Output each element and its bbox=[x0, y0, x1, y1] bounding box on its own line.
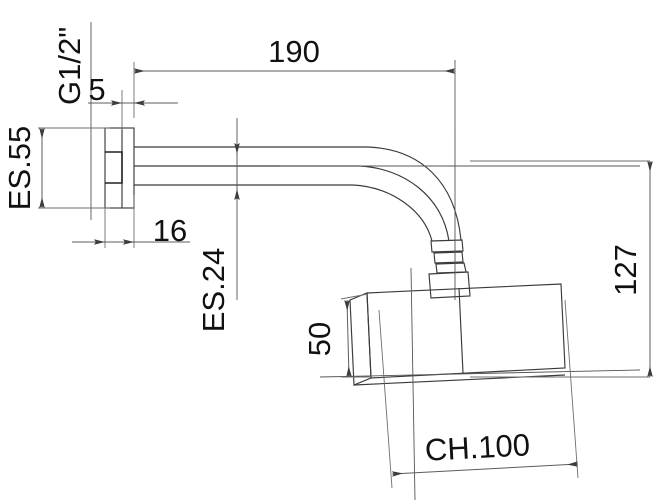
dimension-flange-offset: 5 bbox=[88, 72, 178, 130]
elbow-bend-geometry bbox=[352, 146, 462, 242]
collar-upper-band bbox=[430, 239, 464, 253]
head-left-panel bbox=[349, 292, 372, 386]
dim-label-ch100: CH.100 bbox=[424, 427, 531, 467]
dimension-head-height: 50 bbox=[302, 293, 372, 378]
dimension-arm-section: ES.24 bbox=[196, 143, 240, 332]
flange-plate-outline bbox=[104, 127, 135, 209]
dim-label-5: 5 bbox=[88, 72, 105, 107]
dim-label-es55: ES.55 bbox=[2, 126, 37, 210]
dimension-thread-callout: G1/2" bbox=[52, 27, 87, 105]
ext-line-ch100-left bbox=[378, 309, 393, 489]
dim-arrow-5-right bbox=[134, 100, 145, 106]
head-body-outline bbox=[366, 283, 566, 379]
head-bottom-lip bbox=[353, 374, 566, 386]
dim-label-50: 50 bbox=[302, 322, 337, 356]
collar-taper-band bbox=[435, 262, 467, 274]
dim-arrow-5-left bbox=[111, 100, 122, 106]
dimension-head-width: CH.100 bbox=[378, 299, 579, 489]
dim-arrow-16-right bbox=[123, 239, 134, 245]
centerlines bbox=[90, 22, 641, 500]
dim-label-16: 16 bbox=[153, 213, 187, 248]
wall-flange-geometry bbox=[104, 127, 135, 209]
dim-arrow-16-left bbox=[94, 239, 105, 245]
dim-label-127: 127 bbox=[608, 244, 643, 296]
dim-line-50 bbox=[344, 299, 352, 378]
head-base-reference-line bbox=[319, 369, 641, 378]
dimension-flange-height: ES.55 bbox=[2, 126, 110, 210]
thread-boss-outline bbox=[105, 151, 123, 184]
dim-label-thread: G1/2" bbox=[52, 27, 87, 105]
dimension-drop-height: 127 bbox=[470, 160, 653, 378]
collar-base-block bbox=[428, 271, 471, 299]
dim-label-190: 190 bbox=[268, 34, 320, 69]
elbow-outer-curve bbox=[367, 146, 462, 241]
dimension-arm-projection: 190 bbox=[133, 34, 456, 130]
elbow-mid-curve bbox=[358, 165, 450, 242]
ext-line-50-top bbox=[340, 293, 369, 300]
shower-head-geometry bbox=[349, 283, 566, 386]
head-face-split-line bbox=[458, 287, 464, 374]
dim-line-ch100 bbox=[391, 461, 579, 477]
dim-label-es24: ES.24 bbox=[196, 248, 231, 332]
elbow-inner-curve bbox=[352, 184, 433, 242]
collar-lower-band bbox=[433, 251, 464, 264]
ext-line-ch100-right bbox=[564, 299, 579, 479]
dimension-flange-depth: 16 bbox=[72, 195, 190, 248]
head-vertical-centerline bbox=[410, 267, 416, 500]
